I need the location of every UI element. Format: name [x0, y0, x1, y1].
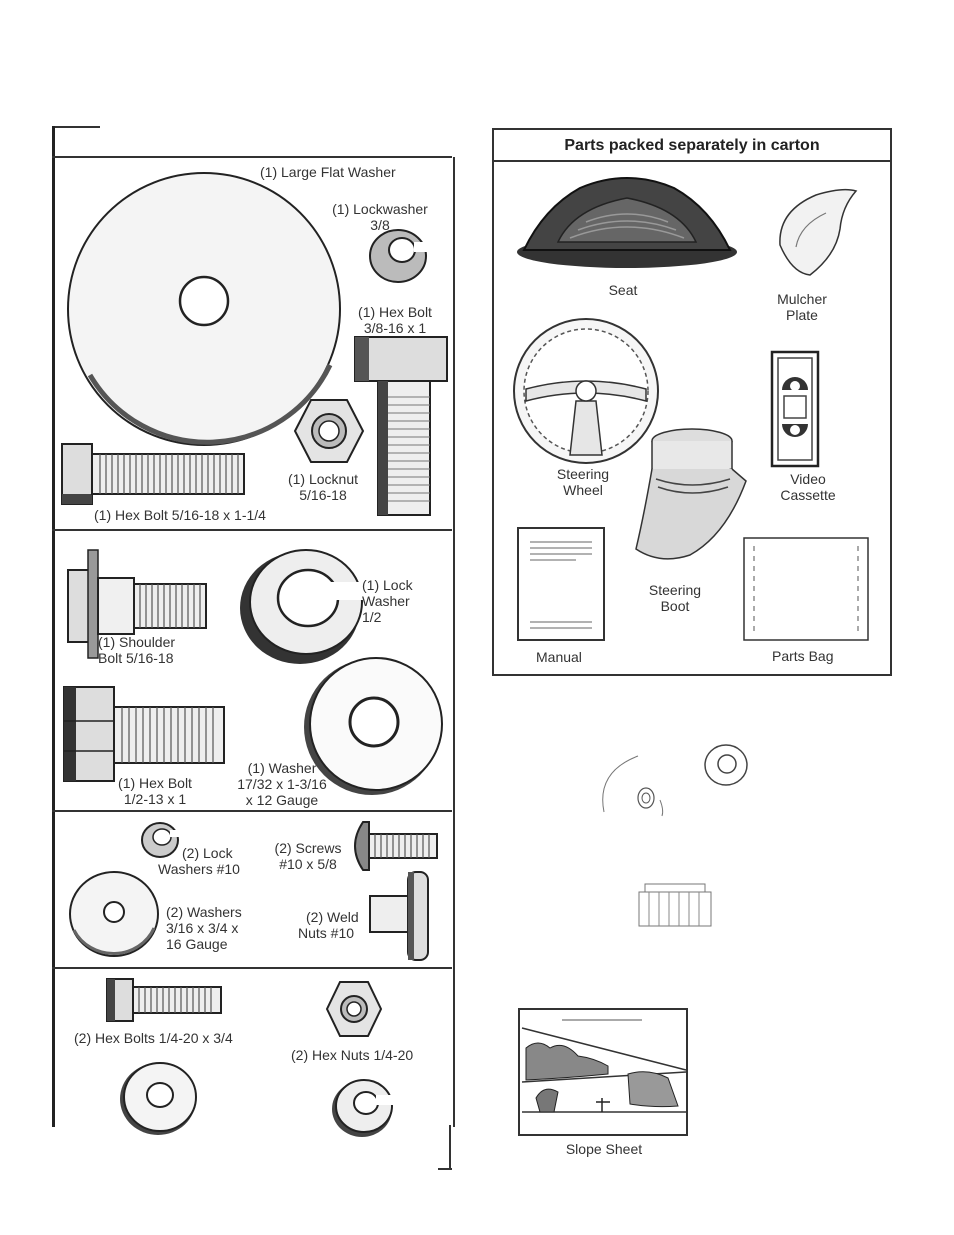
mulcher-plate-icon	[779, 188, 858, 276]
carton-parts-panel: Parts packed separately in carton	[492, 128, 892, 676]
parts-bag-icon	[743, 537, 869, 641]
steering-wheel-icon	[513, 318, 659, 464]
lock-washers-10-label: (2) Lock Washers #10	[158, 845, 240, 877]
slope-sheet-icon	[518, 1008, 688, 1136]
video-cassette-icon	[770, 350, 820, 468]
hex-bolt-5-16-label: (1) Hex Bolt 5/16-18 x 1-1/4	[94, 507, 266, 523]
lockwasher-3-8-label: (1) Lockwasher 3/8	[332, 201, 428, 233]
left-parts-panel	[52, 157, 455, 1127]
seat-icon	[517, 177, 737, 268]
hex-bolts-1-4-label: (2) Hex Bolts 1/4-20 x 3/4	[74, 1030, 233, 1046]
lock-washers-10-icon	[141, 822, 180, 858]
carton-parts-title: Parts packed separately in carton	[494, 130, 890, 162]
hex-bolt-3-8-label: (1) Hex Bolt 3/8-16 x 1	[358, 304, 432, 336]
washers-3-16-icon	[69, 871, 159, 957]
seat-label: Seat	[608, 282, 638, 298]
large-flat-washer-icon	[67, 172, 341, 446]
faint-washer-small-icon	[704, 744, 748, 786]
lock-washer-1-4-icon	[332, 1079, 396, 1137]
shoulder-bolt-label: (1) Shoulder Bolt 5/16-18	[98, 634, 176, 666]
weld-nuts-10-icon	[369, 871, 429, 961]
lock-washer-1-2-icon	[240, 549, 366, 664]
video-cassette-label: Video Cassette	[780, 471, 836, 503]
washer-17-32-icon	[304, 657, 443, 795]
steering-wheel-label: Steering Wheel	[556, 466, 610, 498]
hex-bolt-5-16-icon	[61, 443, 245, 505]
left-panel-bottom-tick	[438, 1168, 452, 1170]
manual-icon	[517, 527, 605, 641]
manual-label: Manual	[536, 649, 582, 665]
left-panel-top-edge	[52, 126, 55, 158]
hex-nuts-1-4-label: (2) Hex Nuts 1/4-20	[291, 1047, 414, 1063]
locknut-label: (1) Locknut 5/16-18	[287, 471, 359, 503]
mulcher-plate-label: Mulcher Plate	[777, 291, 827, 323]
weld-nuts-10-label: (2) Weld Nuts #10	[298, 909, 359, 941]
steering-boot-icon	[635, 428, 747, 560]
locknut-icon	[293, 399, 365, 463]
slope-sheet-label: Slope Sheet	[565, 1141, 643, 1157]
parts-bag-label: Parts Bag	[772, 648, 834, 664]
left-panel-right-tail	[449, 1125, 451, 1170]
left-panel-rule-3	[52, 967, 452, 969]
left-panel-rule-1	[52, 529, 452, 531]
hex-bolt-3-8-icon	[354, 336, 448, 516]
washers-3-16-label: (2) Washers 3/16 x 3/4 x 16 Gauge	[166, 904, 242, 952]
left-panel-rule-top	[52, 156, 452, 158]
lockwasher-3-8-icon	[369, 229, 428, 283]
screws-10-icon	[354, 821, 438, 871]
hex-bolt-1-2-icon	[63, 686, 225, 782]
left-panel-rule-2	[52, 810, 452, 812]
hex-bolt-1-2-label: (1) Hex Bolt 1/2-13 x 1	[118, 775, 192, 807]
hex-nuts-1-4-icon	[325, 981, 383, 1037]
hex-bolts-1-4-icon	[106, 978, 222, 1022]
screws-10-label: (2) Screws #10 x 5/8	[274, 840, 342, 872]
left-panel-top-tick	[52, 126, 100, 128]
washer-17-32-label: (1) Washer 17/32 x 1-3/16 x 12 Gauge	[237, 760, 327, 808]
lock-washer-1-2-label: (1) Lock Washer 1/2	[362, 577, 413, 625]
flat-washer-1-4-icon	[120, 1062, 197, 1135]
faint-washer-large-icon	[602, 755, 664, 817]
faint-bracket-icon	[638, 883, 712, 927]
shoulder-bolt-icon	[67, 549, 207, 659]
steering-boot-label: Steering Boot	[648, 582, 702, 614]
large-flat-washer-label: (1) Large Flat Washer	[260, 164, 396, 180]
